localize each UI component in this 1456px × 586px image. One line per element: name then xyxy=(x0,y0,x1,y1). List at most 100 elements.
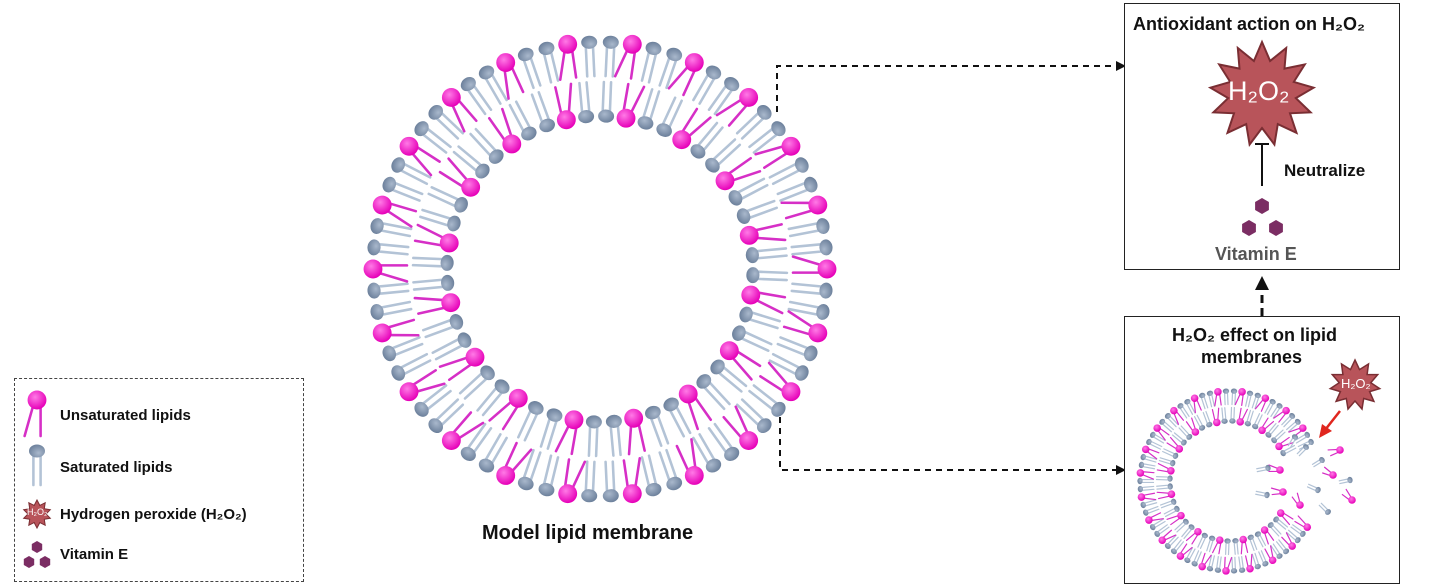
lipid-inner xyxy=(745,247,788,264)
lipid-inner xyxy=(438,157,481,197)
lipid-outer xyxy=(722,405,759,450)
lipid-inner xyxy=(578,81,595,124)
lipid-inner xyxy=(419,208,461,232)
lipid-outer xyxy=(602,35,619,78)
legend-label-unsaturated: Unsaturated lipids xyxy=(60,407,191,424)
lipid-outer xyxy=(640,454,662,497)
lipid-inner xyxy=(431,332,472,361)
effect-star-label: H₂O₂ xyxy=(1341,376,1371,391)
lipid-outer xyxy=(787,218,830,238)
legend-label-vitamin: Vitamin E xyxy=(60,546,129,563)
antioxidant-title: Antioxidant action on H₂O₂ xyxy=(1133,14,1365,34)
lipid-inner xyxy=(616,82,646,128)
lipid-outer xyxy=(581,460,598,503)
lipid-inner xyxy=(413,293,461,315)
lipid-outer xyxy=(382,176,424,202)
lipid-outer xyxy=(428,398,465,433)
lipid-outer xyxy=(372,318,420,343)
lipid-inner xyxy=(438,347,485,382)
lipid-inner xyxy=(598,80,615,123)
lipid-inner xyxy=(530,90,555,133)
lipid-inner xyxy=(469,127,504,164)
lipid-outer xyxy=(748,384,786,417)
lipid-inner xyxy=(412,274,455,291)
lipid-inner xyxy=(736,199,779,224)
lipid-inner xyxy=(672,107,712,150)
antioxidant-star-label: H₂O₂ xyxy=(1228,76,1290,106)
neutralize-label: Neutralize xyxy=(1284,161,1366,180)
lipid-outer xyxy=(791,255,837,279)
lipid-outer xyxy=(391,157,432,186)
lipid-inner xyxy=(585,415,602,458)
lipid-inner xyxy=(508,100,537,141)
lipid-outer xyxy=(707,77,740,116)
lipid-outer xyxy=(428,105,465,140)
lipid-inner xyxy=(732,325,773,352)
lipid-outer xyxy=(658,448,683,491)
lipid-outer xyxy=(399,369,446,402)
arrowhead-antioxidant xyxy=(1116,61,1126,71)
lipid-inner xyxy=(645,405,670,448)
lipid-inner xyxy=(705,138,742,173)
lipid-outer xyxy=(460,77,493,116)
lipid-outer xyxy=(735,105,772,140)
connector-to-antioxidant xyxy=(776,65,1118,112)
lipid-outer xyxy=(517,448,542,491)
lipid-inner xyxy=(696,374,731,411)
lipid-outer xyxy=(496,53,525,100)
lipid-outer xyxy=(692,433,722,473)
legend-label-saturated: Saturated lipids xyxy=(60,459,173,476)
lipid-outer xyxy=(391,352,432,381)
lipid-inner xyxy=(739,306,781,330)
lipid-inner xyxy=(452,145,490,179)
lipid-outer xyxy=(370,218,413,238)
arrowhead-effect xyxy=(1116,465,1126,475)
effect-title-line2: membranes xyxy=(1201,347,1303,367)
lipid-outer xyxy=(790,239,833,256)
lipid-inner xyxy=(554,410,584,456)
lipid-outer xyxy=(768,157,809,186)
lipid-outer xyxy=(441,411,485,450)
lipid-outer xyxy=(640,41,662,84)
lipid-inner xyxy=(663,397,692,438)
lipid-inner xyxy=(539,408,563,450)
lipid-inner xyxy=(719,341,762,381)
lipid-inner xyxy=(488,388,528,431)
lipid-outer xyxy=(367,282,410,299)
lipid-outer xyxy=(558,34,578,82)
lipid-outer xyxy=(517,47,542,90)
lipid-outer xyxy=(478,433,508,473)
lipid-inner xyxy=(605,414,622,457)
model-lipid-membrane xyxy=(363,34,837,504)
lipid-inner xyxy=(746,267,789,284)
arrowhead-up xyxy=(1255,276,1269,290)
lipid-inner xyxy=(656,96,683,137)
lipid-outer xyxy=(707,422,740,461)
lipid-outer xyxy=(613,34,642,80)
lipid-outer xyxy=(782,310,828,343)
lipid-outer xyxy=(496,441,533,485)
lipid-inner xyxy=(624,408,646,456)
lipid-outer xyxy=(602,460,619,503)
lipid-inner xyxy=(487,107,522,154)
lipid-inner xyxy=(421,314,464,339)
lipid-inner xyxy=(710,359,748,393)
lipid-inner xyxy=(739,223,787,245)
lipid-inner xyxy=(637,88,661,130)
effect-title-line1: H₂O₂ effect on lipid xyxy=(1172,325,1337,345)
lipid-inner xyxy=(411,254,454,271)
lipid-inner xyxy=(741,285,787,315)
lipid-outer xyxy=(414,384,452,417)
lipid-outer xyxy=(538,41,560,84)
main-membrane-label: Model lipid membrane xyxy=(482,522,694,544)
lipid-outer xyxy=(370,300,413,320)
lipid-outer xyxy=(382,336,424,362)
lipid-outer xyxy=(658,47,683,90)
legend-peroxide-icon-text: H₂O₂ xyxy=(27,507,48,517)
lipid-outer xyxy=(759,361,801,402)
lipid-outer xyxy=(787,300,830,320)
lipid-inner xyxy=(728,177,769,206)
lipid-outer xyxy=(675,438,704,485)
lipid-outer xyxy=(363,259,409,283)
